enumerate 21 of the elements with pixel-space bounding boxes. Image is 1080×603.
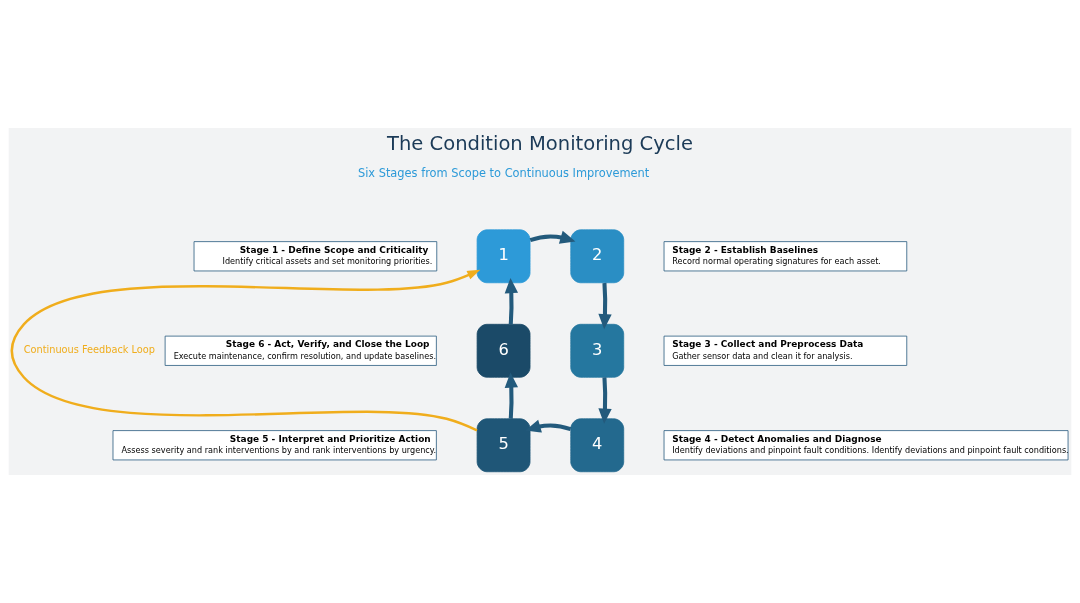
arrow (504, 277, 519, 325)
node-box: 6 (476, 323, 531, 378)
node-box: 2 (570, 229, 625, 284)
node-box: Stage 2 - Establish Baselines Record normal operating signatures for each asset. (663, 241, 908, 272)
arrow (10, 269, 481, 432)
arrow (504, 372, 519, 419)
edge-label: Continuous Feedback Loop (23, 344, 156, 356)
node-box: 5 (476, 418, 531, 473)
node-box: Stage 6 - Act, Verify, and Close the Loop Execute maintenance, confirm resolution, and update baselines. (164, 335, 437, 366)
node-box: Stage 1 - Define Scope and Criticality Identify critical assets and set monitoring priorities. (193, 241, 438, 272)
node-box: Stage 5 - Interpret and Prioritize Action Assess severity and rank interventions by and rank interventions by urgency. (112, 430, 437, 461)
node-box: 4 (570, 418, 625, 473)
arrow (529, 230, 576, 244)
arrow (598, 282, 612, 330)
node-box: 3 (570, 323, 625, 378)
diagram-title: The Condition Monitoring Cycle (387, 132, 693, 156)
node-box: Stage 3 - Collect and Preprocess Data Gather sensor data and clean it for analysis. (663, 335, 908, 366)
label: Six Stages from Scope to Continuous Improvement (357, 165, 650, 180)
node-box: 1 (476, 229, 531, 284)
arrow (598, 377, 612, 424)
node-box: Stage 4 - Detect Anomalies and Diagnose Identify deviations and pinpoint fault conditions. Identify deviations and pinpoint fault conditions. (663, 430, 1069, 461)
